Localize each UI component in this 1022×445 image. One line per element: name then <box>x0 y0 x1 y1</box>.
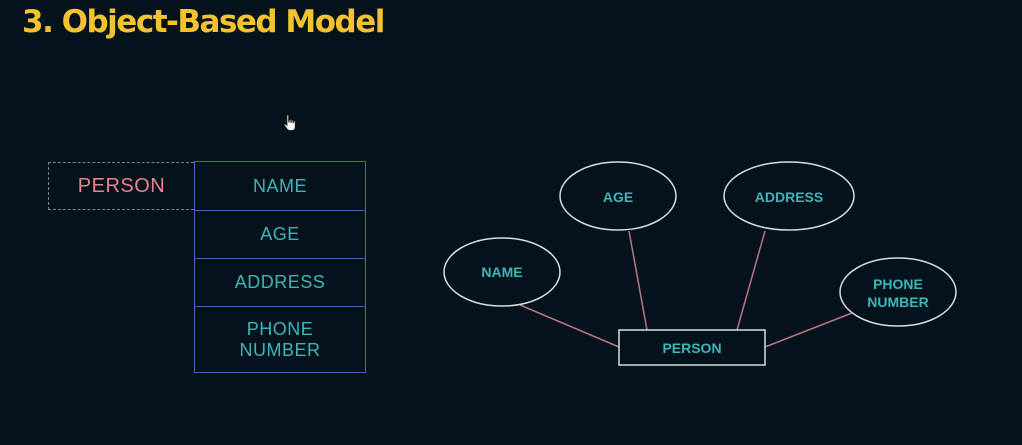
attribute-cell-age: AGE <box>195 210 365 258</box>
attribute-cell-phone-number: PHONE NUMBER <box>195 306 365 372</box>
er-attribute-label-phone-line2: NUMBER <box>867 294 928 310</box>
hand-pointer-icon <box>283 114 296 131</box>
er-ellipse-phone-number <box>839 257 957 327</box>
attribute-table: NAME AGE ADDRESS PHONE NUMBER <box>194 161 366 373</box>
er-entity-label: PERSON <box>662 340 721 356</box>
er-attribute-phone-number: PHONE NUMBER <box>839 257 957 327</box>
er-entity-box <box>618 329 766 366</box>
er-ellipse-name <box>443 237 561 307</box>
er-attribute-address: ADDRESS <box>723 161 855 231</box>
table-entity-label: PERSON <box>48 162 194 210</box>
connector-phone-number <box>764 312 853 348</box>
er-attribute-label-address: ADDRESS <box>755 189 823 205</box>
slide-title: 3. Object-Based Model <box>22 4 385 40</box>
er-entity-person: PERSON <box>618 329 766 366</box>
connector-name <box>519 304 620 348</box>
attribute-cell-address: ADDRESS <box>195 258 365 306</box>
er-attribute-name: NAME <box>443 237 561 307</box>
connector-age <box>628 230 648 331</box>
er-attribute-label-phone-line1: PHONE <box>873 276 923 292</box>
connector-address <box>736 230 766 331</box>
er-attribute-age: AGE <box>559 161 677 231</box>
er-ellipse-age <box>559 161 677 231</box>
er-attribute-label-name: NAME <box>481 264 522 280</box>
attribute-cell-name: NAME <box>252 175 307 196</box>
er-ellipse-address <box>723 161 855 231</box>
er-attribute-label-age: AGE <box>603 189 633 205</box>
